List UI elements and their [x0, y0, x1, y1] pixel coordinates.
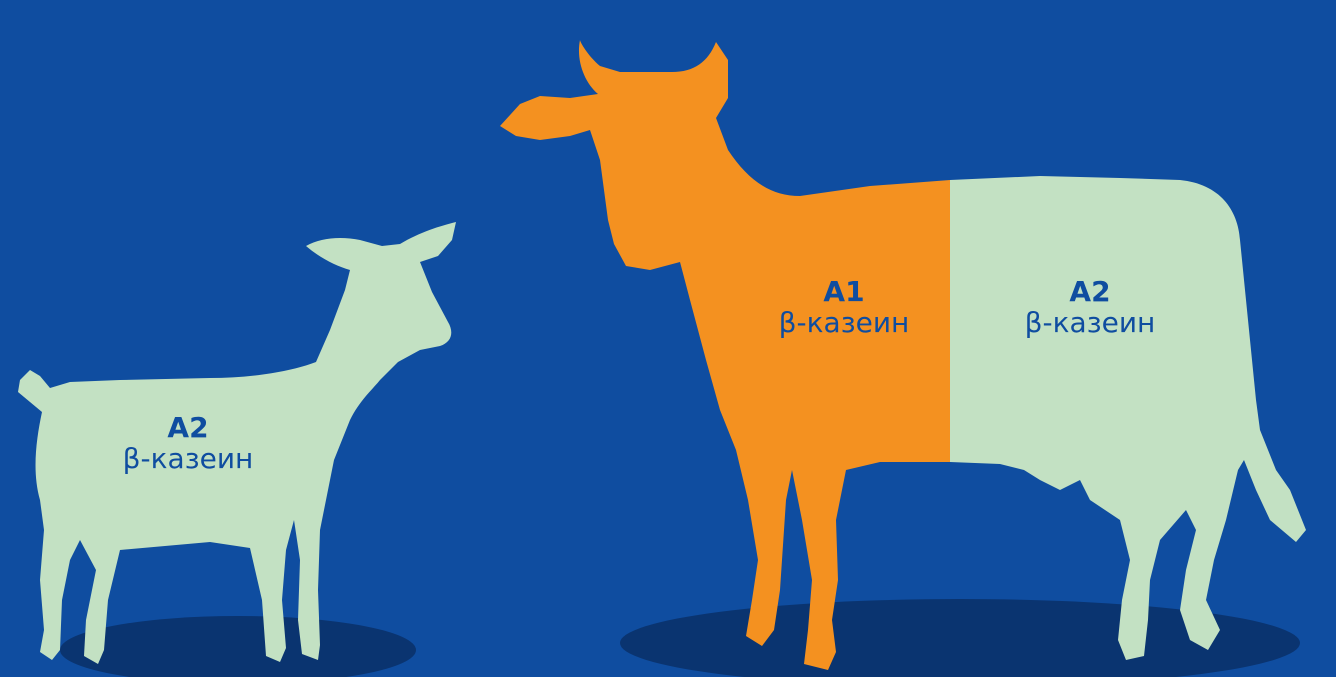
cow-front-casein-label: A1 β-казеин [744, 276, 944, 339]
goat-casein-label: A2 β-казеин [98, 412, 278, 475]
goat-protein: β-казеин [98, 443, 278, 474]
cow-front-protein: β-казеин [744, 307, 944, 338]
cow-front-gene: A1 [744, 276, 944, 307]
cow-rear-casein-label: A2 β-казеин [990, 276, 1190, 339]
cow-rear-gene: A2 [990, 276, 1190, 307]
cow-rear-silhouette [950, 176, 1306, 660]
cow-rear-protein: β-казеин [990, 307, 1190, 338]
cow-front-silhouette [500, 40, 950, 670]
goat-gene: A2 [98, 412, 278, 443]
goat-shadow [60, 616, 416, 677]
